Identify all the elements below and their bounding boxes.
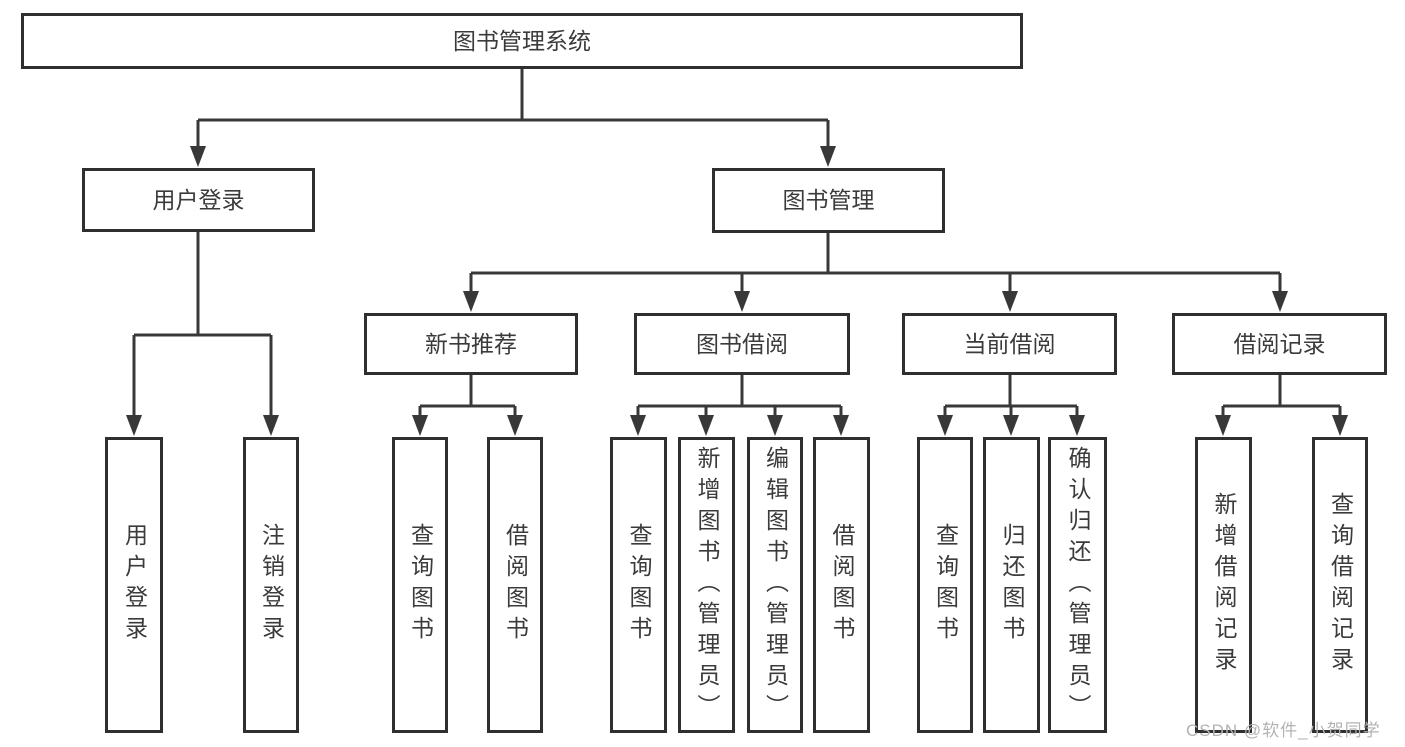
- node-book-management-module: 图书管理: [712, 168, 945, 233]
- arrow-down-icon: [767, 415, 783, 436]
- node-book-borrow: 图书借阅: [634, 313, 850, 375]
- csdn-watermark: CSDN @软件_小贺同学: [1186, 721, 1381, 740]
- leaf-return-books: 归还图书: [983, 437, 1040, 733]
- leaf-user-login: 用户登录: [105, 437, 163, 733]
- arrow-down-icon: [507, 415, 523, 436]
- node-new-book-recommend: 新书推荐: [364, 313, 578, 375]
- arrow-down-icon: [820, 146, 836, 167]
- arrow-down-icon: [937, 415, 953, 436]
- arrow-down-icon: [734, 291, 750, 312]
- arrow-down-icon: [1272, 291, 1288, 312]
- arrow-down-icon: [263, 415, 279, 436]
- node-borrow-record: 借阅记录: [1172, 313, 1387, 375]
- leaf-borrow-books: 借阅图书: [813, 437, 870, 733]
- arrow-down-icon: [698, 415, 714, 436]
- leaf-add-books-admin: 新增图书（管理员）: [678, 437, 735, 733]
- node-current-borrow: 当前借阅: [902, 313, 1117, 375]
- arrow-down-icon: [1069, 415, 1085, 436]
- arrow-down-icon: [1003, 415, 1019, 436]
- arrow-down-icon: [630, 415, 646, 436]
- connector-line: [132, 69, 1342, 421]
- leaf-add-borrow-record: 新增借阅记录: [1195, 437, 1252, 733]
- arrow-down-icon: [190, 146, 206, 167]
- leaf-query-books: 查询图书: [392, 437, 448, 733]
- arrow-down-icon: [1332, 415, 1348, 436]
- arrow-down-icon: [833, 415, 849, 436]
- node-user-login-module: 用户登录: [82, 168, 315, 232]
- leaf-logout: 注销登录: [243, 437, 299, 733]
- leaf-edit-books-admin: 编辑图书（管理员）: [747, 437, 803, 733]
- leaf-borrow-books: 借阅图书: [487, 437, 543, 733]
- node-root-system: 图书管理系统: [21, 13, 1023, 69]
- arrow-down-icon: [412, 415, 428, 436]
- arrow-down-icon: [1215, 415, 1231, 436]
- arrow-down-icon: [126, 415, 142, 436]
- arrow-down-icon: [463, 291, 479, 312]
- leaf-confirm-return-admin: 确认归还（管理员）: [1048, 437, 1107, 733]
- leaf-query-borrow-record: 查询借阅记录: [1312, 437, 1368, 733]
- leaf-query-books: 查询图书: [610, 437, 667, 733]
- leaf-query-books: 查询图书: [917, 437, 973, 733]
- arrow-down-icon: [1002, 291, 1018, 312]
